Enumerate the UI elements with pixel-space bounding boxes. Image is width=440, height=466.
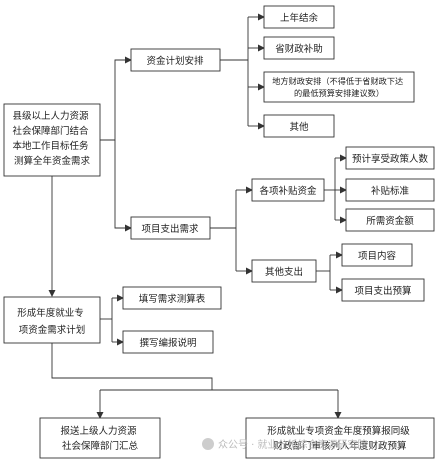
svg-text:省财政补助: 省财政补助 <box>275 43 323 55</box>
svg-text:地方财政安排（不得低于省财政下达 的最低预算安排: 地方财政安排（不得低于省财政下达 的最低预算安排建议数） <box>272 76 406 98</box>
svg-text:项目内容: 项目内容 <box>358 250 397 262</box>
node-report-dept: 报送上级人力资源 社会保障部门汇总 <box>39 417 161 459</box>
svg-text:其他支出: 其他支出 <box>265 266 303 278</box>
svg-text:报送上级人力资源 社会保障部门汇总: 报送上级人力资源 社会保障部门汇总 <box>60 425 139 452</box>
node-fill-table: 填写需求测算表 <box>122 286 222 310</box>
svg-text:资金计划安排: 资金计划安排 <box>146 55 204 67</box>
node-required-funds: 所需资金额 <box>345 208 435 232</box>
svg-text:预计享受政策人数: 预计享受政策人数 <box>352 153 429 165</box>
edge-root-project-demand <box>114 140 132 232</box>
svg-text:项目支出需求: 项目支出需求 <box>141 223 199 235</box>
node-write-note: 撰写编报说明 <box>122 330 214 354</box>
node-root: 县级以上人力资源 社会保障部门结合 本地工作目标任务 测算全年资金需求 <box>3 103 101 177</box>
node-provincial-subsidy: 省财政补助 <box>263 36 335 60</box>
watermark: 众公号 · 就业分析综合资源研究院 <box>202 438 368 451</box>
node-form-budget: 形成就业专项资金年度预算报同级 财政部门审核列入年度财政预算 <box>245 417 435 459</box>
node-local-fiscal: 地方财政安排（不得低于省财政下达 的最低预算安排建议数） <box>263 71 415 103</box>
node-last-year-balance: 上年结余 <box>263 5 335 29</box>
node-project-budget: 项目支出预算 <box>341 278 425 302</box>
svg-text:项目支出预算: 项目支出预算 <box>354 285 411 297</box>
node-other-fund: 其他 <box>263 114 335 138</box>
svg-text:补贴标准: 补贴标准 <box>371 185 410 197</box>
svg-text:上年结余: 上年结余 <box>280 12 319 24</box>
node-other-expense: 其他支出 <box>251 259 317 283</box>
node-subsidy-funds: 各项补贴资金 <box>251 178 325 202</box>
svg-text:所需资金额: 所需资金额 <box>366 215 414 227</box>
wechat-logo-icon <box>202 438 214 450</box>
node-project-demand: 项目支出需求 <box>130 216 211 240</box>
svg-text:填写需求测算表: 填写需求测算表 <box>139 293 206 305</box>
svg-text:撰写编报说明: 撰写编报说明 <box>139 337 196 349</box>
node-annual-plan: 形成年度就业专 项资金需求计划 <box>3 296 101 344</box>
node-expected-people: 预计享受政策人数 <box>345 146 435 170</box>
svg-text:形成年度就业专 项资金需求计划: 形成年度就业专 项资金需求计划 <box>17 307 87 336</box>
svg-text:其他: 其他 <box>289 121 309 133</box>
svg-text:形成就业专项资金年度预算报同级 财政部门审核列入: 形成就业专项资金年度预算报同级 财政部门审核列入年度财政预算 <box>267 425 413 452</box>
node-fund-plan: 资金计划安排 <box>130 48 221 72</box>
edges <box>48 13 347 419</box>
edge-annual-plan-down <box>51 343 213 390</box>
svg-text:各项补贴资金: 各项补贴资金 <box>259 185 317 197</box>
edge-root-fund-plan <box>100 56 132 141</box>
node-subsidy-standard: 补贴标准 <box>345 178 435 202</box>
node-project-content: 项目内容 <box>341 243 413 267</box>
svg-text:县级以上人力资源 社会保障部门结合: 县级以上人力资源 社会保障部门结合 本地工作目标任务 测算全年资金需求 <box>12 110 91 167</box>
svg-text:众公号 · 就业分析综合资源研究院: 众公号 · 就业分析综合资源研究院 <box>218 438 368 451</box>
